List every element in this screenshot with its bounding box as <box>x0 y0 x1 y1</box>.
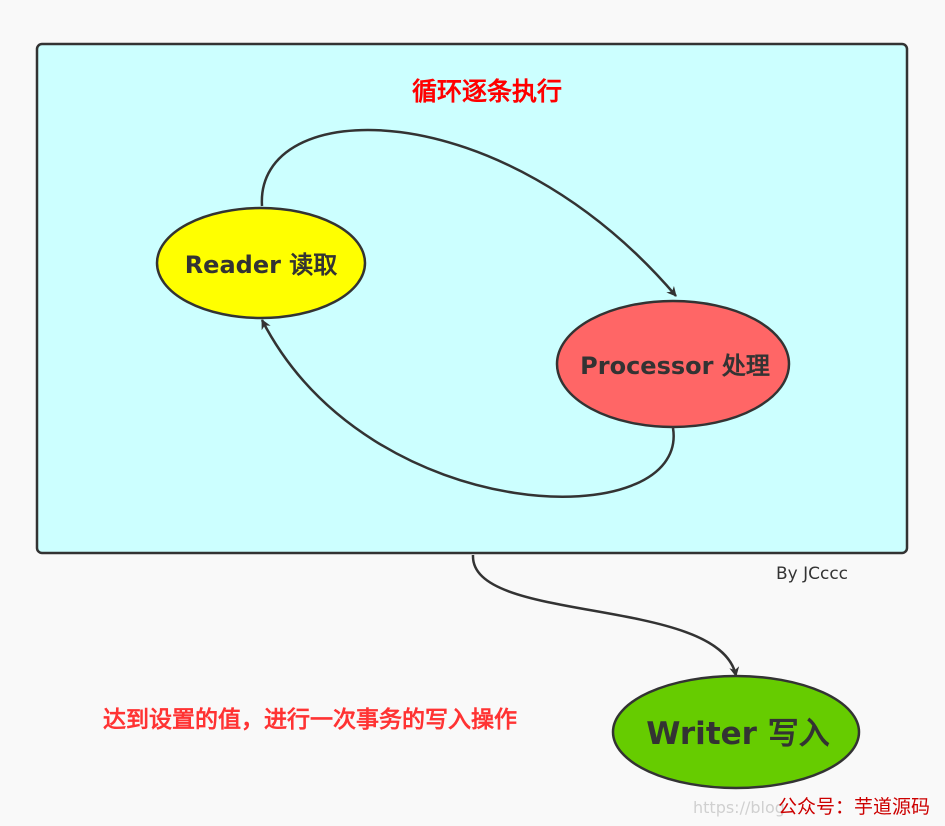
loop-title: 循环逐条执行 <box>412 77 562 106</box>
watermark-account: 公众号：芋道源码 <box>778 796 930 818</box>
loop-container <box>35 42 909 555</box>
reader-label: Reader 读取 <box>185 251 338 279</box>
processor-node: Processor 处理 <box>555 299 791 429</box>
watermark-url: https://blog <box>693 798 785 817</box>
reader-node: Reader 读取 <box>155 206 367 320</box>
author-credit: By JCccc <box>776 564 848 584</box>
writer-node: Writer 写入 <box>611 674 861 790</box>
reader-ellipse <box>155 206 367 320</box>
processor-ellipse <box>555 299 791 429</box>
writer-ellipse <box>611 674 861 790</box>
edge-loop-to-writer <box>471 554 740 677</box>
commit-note: 达到设置的值，进行一次事务的写入操作 <box>103 706 517 733</box>
edge-reader-to-processor <box>260 128 677 297</box>
writer-label: Writer 写入 <box>646 716 830 752</box>
edge-processor-to-reader <box>260 319 675 498</box>
processor-label: Processor 处理 <box>580 352 770 380</box>
